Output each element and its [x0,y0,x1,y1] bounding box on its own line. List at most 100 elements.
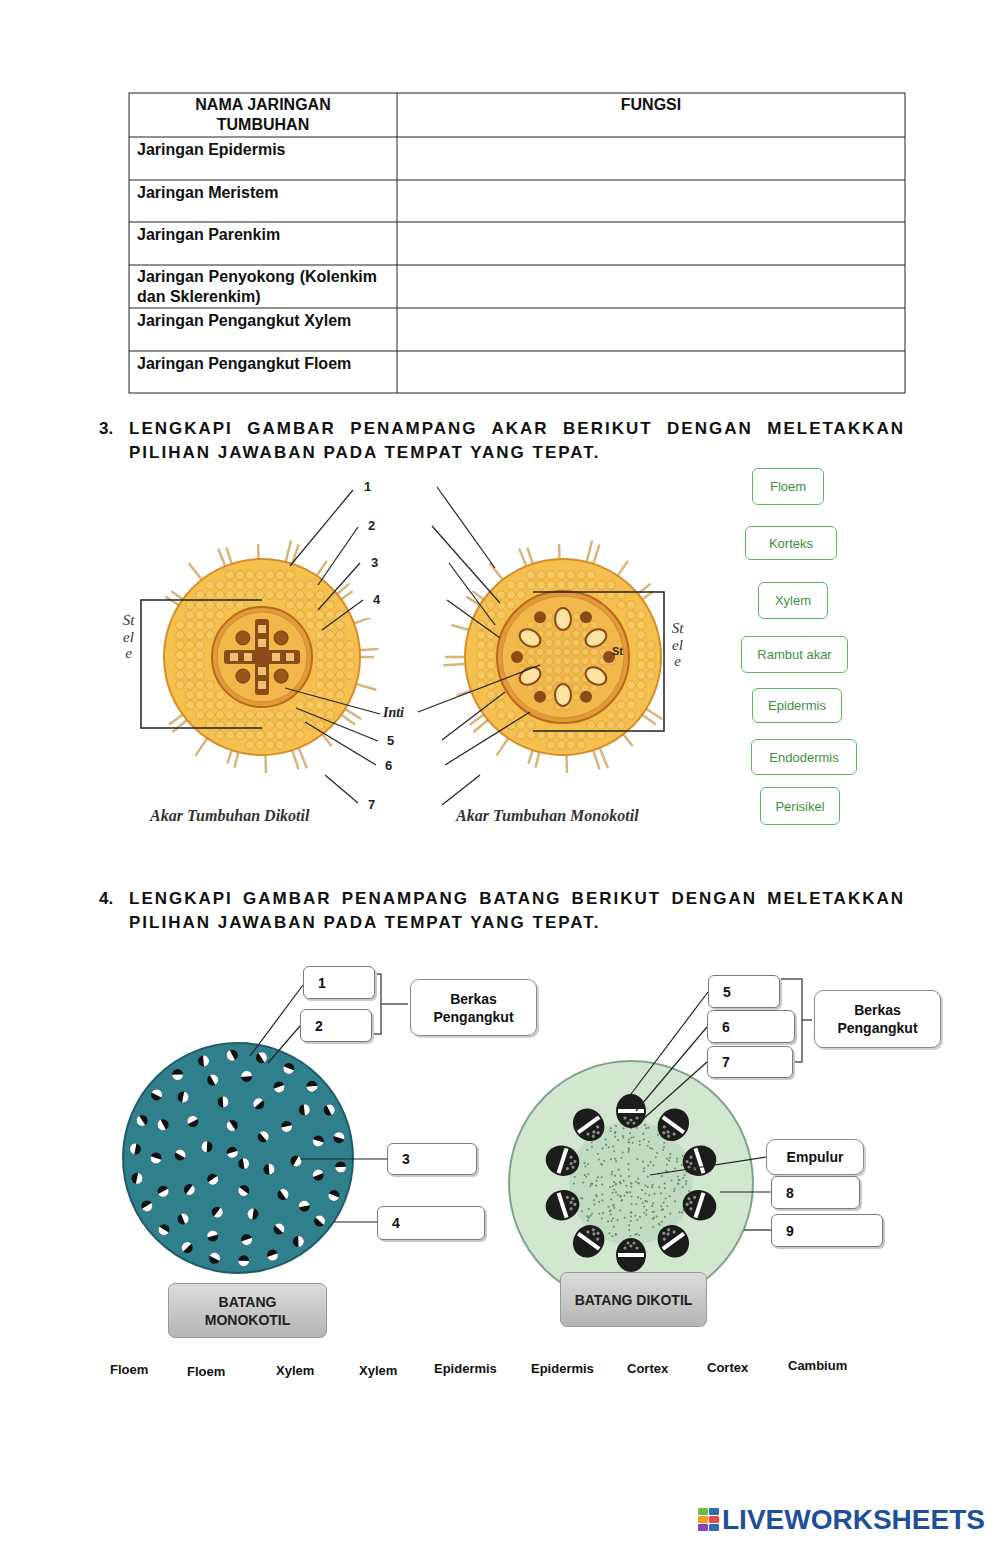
pith-stipple [670,1180,672,1182]
cortex-cell [196,641,205,650]
cortex-cell [597,731,606,740]
callout-number: 2 [368,518,375,534]
cortex-cell [326,641,335,650]
pith-stipple [631,1203,633,1205]
vascular-bundle [567,1102,611,1147]
pericycle-ring [217,612,307,702]
watermark: LIVEWORKSHEETS [722,1504,985,1536]
bundle-body [567,1102,611,1147]
cortex-cell [607,711,616,720]
bundle-xylem [172,1074,183,1080]
callout-number: 4 [373,592,380,608]
question-text: LENGKAPI GAMBAR PENAMPANG AKAR BERIKUT D… [129,417,905,465]
cambium-band [559,1148,567,1173]
cortex-cell [587,581,596,590]
vascular-bundle [299,1201,310,1212]
root-cortex [164,559,360,755]
cortex-cell [617,601,626,610]
xylem-vessel [565,1167,569,1171]
cortex-cell [517,731,526,740]
cortex-cell [507,711,516,720]
answer-box: 1 [303,966,375,999]
cortex-cell [637,681,646,690]
xylem-vessel [258,681,266,689]
pith-stipple [631,1196,633,1198]
cortex-cell [266,711,275,720]
pith-cell [563,630,571,638]
pith-stipple [663,1202,665,1204]
bundle-body [616,1238,646,1272]
cortex-cell [316,701,325,710]
vascular-bundle [651,1102,695,1147]
cortex-cell [527,581,536,590]
cortex-cell [186,661,195,670]
cortex-cell [186,611,195,620]
question-number: 4. [99,887,113,911]
answer-patch [378,752,443,780]
pith-stipple [636,1233,638,1235]
bundle-xylem [152,1088,164,1098]
answer-patch [360,790,440,820]
leader-line [744,1229,771,1230]
bundle-xylem [129,1143,136,1155]
cortex-cell [527,571,536,580]
pith-stipple [615,1234,617,1236]
pith-cell [545,612,553,620]
pith-cell [527,621,535,629]
cortex-cell [176,641,185,650]
pith-stipple [614,1175,616,1177]
pith-stipple [628,1149,630,1151]
bundle-xylem [311,1139,323,1147]
pith-stipple [596,1180,598,1182]
xylem-vessel [632,1121,635,1124]
pith-stipple [625,1185,627,1187]
pith-stipple [661,1221,663,1223]
pith-stipple [611,1235,613,1237]
table-row-rule [129,308,905,309]
bundle-body [542,1141,584,1180]
bundle-xylem [258,1050,269,1062]
bundle-xylem [225,1050,235,1062]
bundle-xylem [282,1066,294,1075]
xylem-vessel [595,1237,599,1241]
pith-stipple [628,1175,630,1177]
pith-stipple [642,1202,644,1204]
cortex-cell [256,581,265,590]
cortex-cell [326,601,335,610]
pith-stipple [619,1195,621,1197]
cortex-cell [647,651,656,660]
cortex-cell [196,671,205,680]
pith-stipple [614,1158,616,1160]
cortex-cell [326,631,335,640]
cortex-cell [597,721,606,730]
callout-number: 3 [371,555,378,571]
bundle-xylem [158,1189,170,1199]
cortex-cell [256,591,265,600]
pith-cell [572,657,580,665]
pith-stipple [632,1142,634,1144]
pith-stipple [584,1166,586,1168]
pith-stipple [584,1162,586,1164]
cortex-cell [316,661,325,670]
vascular-bundle [567,1219,611,1264]
pith-stipple [623,1127,625,1129]
cortex-cell [226,571,235,580]
vascular-bundle [248,1209,259,1220]
xylem-vessel [592,1232,596,1236]
pith-stipple [607,1220,609,1222]
bundle-xylem [311,1168,323,1177]
cortex-cell [557,571,566,580]
cortex-cell [336,631,345,640]
xylem-vessel [286,653,294,661]
cortex-cell [517,581,526,590]
bundle-xylem [260,1129,271,1141]
cortex-cell [286,711,295,720]
pith-stipple [602,1212,604,1214]
cortex-cell [537,571,546,580]
node-text: 3 [402,1151,410,1167]
pith-stipple [603,1160,605,1162]
cortex-cell [507,581,516,590]
callout-number: 6 [385,758,392,774]
cortex-cell [316,591,325,600]
pith-stipple [587,1163,589,1165]
